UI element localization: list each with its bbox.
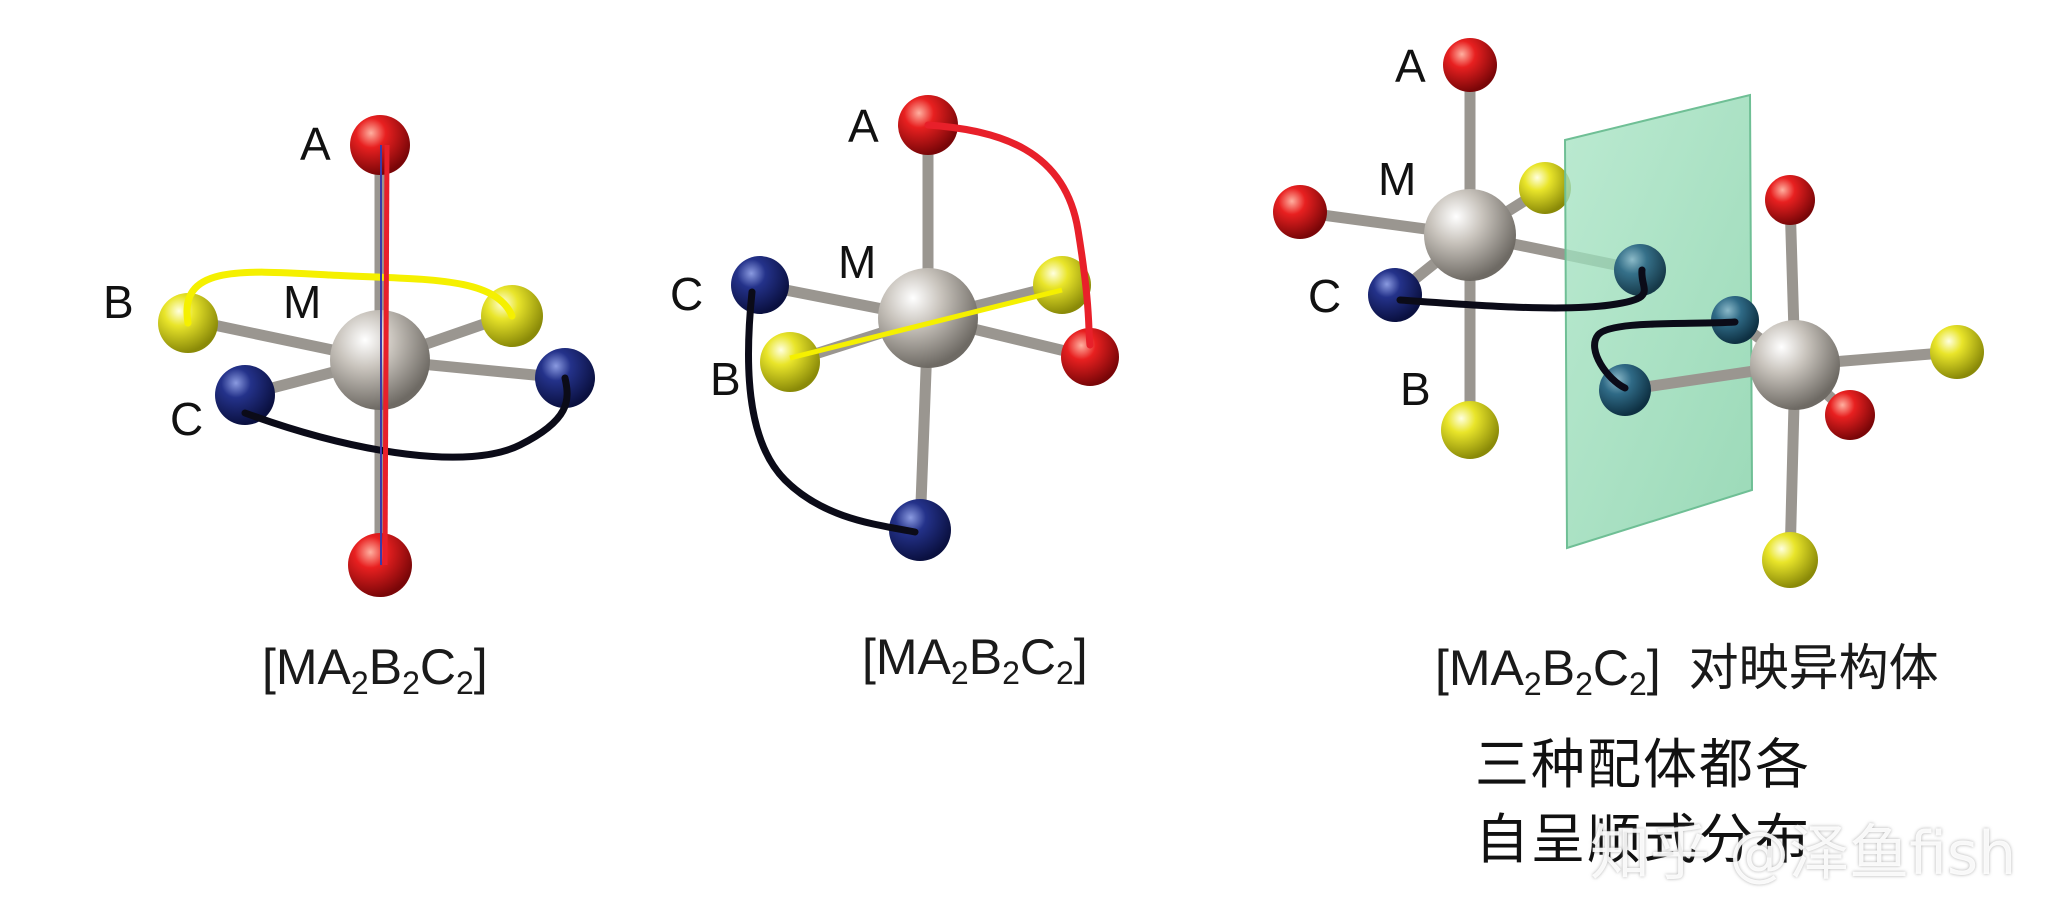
ligand-c-left bbox=[731, 256, 789, 314]
ligand-c-left bbox=[215, 365, 275, 425]
ligand-a-left bbox=[1273, 185, 1327, 239]
enantiomer-label: 对映异构体 bbox=[1688, 639, 1939, 697]
metal-center-m bbox=[1750, 320, 1840, 410]
ligand-b-right bbox=[1930, 325, 1984, 379]
note-line-2: 自呈顺式分布 bbox=[1475, 808, 1811, 871]
path-c-c bbox=[241, 374, 571, 461]
label-m: M bbox=[283, 276, 321, 328]
label-c: C bbox=[670, 268, 703, 320]
label-m: M bbox=[838, 236, 876, 288]
path-a-a bbox=[382, 144, 390, 566]
ligand-a-top bbox=[1443, 38, 1497, 92]
metal-center-m bbox=[1424, 189, 1516, 281]
label-a: A bbox=[1395, 40, 1426, 92]
note-line-1: 三种配体都各 bbox=[1475, 733, 1811, 796]
label-m: M bbox=[1378, 153, 1416, 205]
ligand-b-left bbox=[760, 332, 820, 392]
path-a-a bbox=[924, 121, 1094, 349]
path-c-c-right bbox=[1591, 318, 1739, 392]
path-b-b bbox=[183, 268, 516, 327]
watermark: 知乎 @泽鱼fish bbox=[1590, 819, 2017, 889]
ligand-b-bottom bbox=[1441, 401, 1499, 459]
ligand-b-back bbox=[1519, 162, 1571, 214]
label-c: C bbox=[1308, 270, 1341, 322]
ligand-c-bottom bbox=[889, 499, 951, 561]
formula-caption-3: [MA2B2C2] 对映异构体 bbox=[1435, 639, 1939, 702]
label-b: B bbox=[103, 276, 134, 328]
label-b: B bbox=[1400, 363, 1431, 415]
ligand-b-bottom bbox=[1762, 532, 1818, 588]
ligand-a-front bbox=[1825, 390, 1875, 440]
ligand-b-right bbox=[1033, 256, 1091, 314]
label-a: A bbox=[300, 118, 331, 170]
ligand-c-left bbox=[1368, 268, 1422, 322]
molecule-cis-isomer: A M C B bbox=[670, 95, 1119, 561]
label-b: B bbox=[710, 353, 741, 405]
formula-caption-1: [MA2B2C2] bbox=[262, 639, 488, 701]
path-c-c bbox=[745, 288, 919, 536]
ligand-a-right bbox=[1061, 328, 1119, 386]
path-b-b bbox=[789, 287, 1063, 361]
formula-caption-2: [MA2B2C2] bbox=[862, 629, 1088, 691]
label-a: A bbox=[848, 100, 879, 152]
molecule-enantiomer-left: A M C B bbox=[1273, 38, 1646, 459]
molecule-trans-isomer: A M B C bbox=[103, 115, 595, 597]
label-c: C bbox=[170, 393, 203, 445]
path-c-c-left bbox=[1396, 266, 1648, 312]
metal-center-m bbox=[878, 268, 978, 368]
ligand-a-top bbox=[1765, 175, 1815, 225]
